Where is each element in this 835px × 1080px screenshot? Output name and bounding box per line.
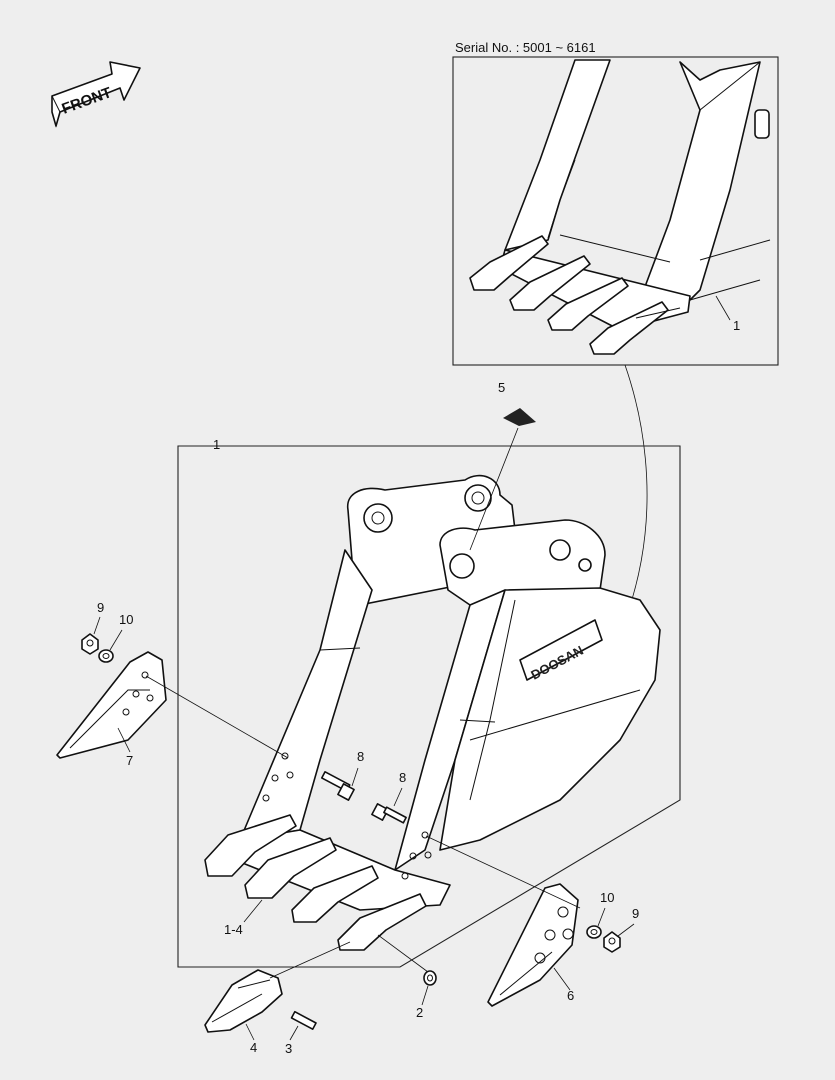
bolt-left: 8: [320, 749, 364, 801]
inset-bucket: 1: [469, 59, 771, 355]
main-bucket-frame: [177, 445, 681, 968]
side-cutter-right-callout: 6: [567, 988, 574, 1003]
washer-left: 10: [98, 612, 133, 663]
side-cutter-left-callout: 7: [126, 753, 133, 768]
bolt-right-callout: 8: [399, 770, 406, 785]
nut-left: 9: [81, 600, 104, 655]
bolt-right: 8: [371, 770, 407, 824]
main-bucket-callout: 1: [213, 437, 220, 452]
bolt-left-callout: 8: [357, 749, 364, 764]
tooth-point: 4: [204, 969, 283, 1055]
decal-callout: 5: [498, 380, 505, 395]
nut-right-callout: 9: [632, 906, 639, 921]
side-cutter-left: 7: [56, 651, 167, 768]
front-arrow-icon: FRONT: [51, 61, 141, 128]
pin-callout: 3: [285, 1041, 292, 1056]
lock-washer-callout: 2: [416, 1005, 423, 1020]
nut-right: 9: [603, 906, 639, 953]
washer-right-callout: 10: [600, 890, 614, 905]
decal: 5: [469, 380, 536, 551]
side-cutter-right: 6: [487, 883, 579, 1007]
tooth-point-callout: 4: [250, 1040, 257, 1055]
inset-bucket-callout: 1: [733, 318, 740, 333]
washer-right: 10: [586, 890, 614, 939]
side-cutter-left-leader: [145, 675, 289, 759]
main-teeth: [204, 814, 427, 951]
pin: 3: [285, 1010, 317, 1056]
side-cutter-right-leader: [425, 835, 581, 909]
main-bucket: DOOSAN: [234, 474, 661, 911]
inset-frame: [452, 56, 779, 366]
serial-number-label: Serial No. : 5001 ~ 6161: [455, 40, 596, 55]
lock-washer-leader: [377, 934, 429, 973]
nut-left-callout: 9: [97, 600, 104, 615]
lock-washer: 2: [416, 970, 437, 1020]
tooth-assembly-callout: 1-4: [224, 922, 243, 937]
washer-left-callout: 10: [119, 612, 133, 627]
tooth-point-leader: [269, 941, 351, 979]
